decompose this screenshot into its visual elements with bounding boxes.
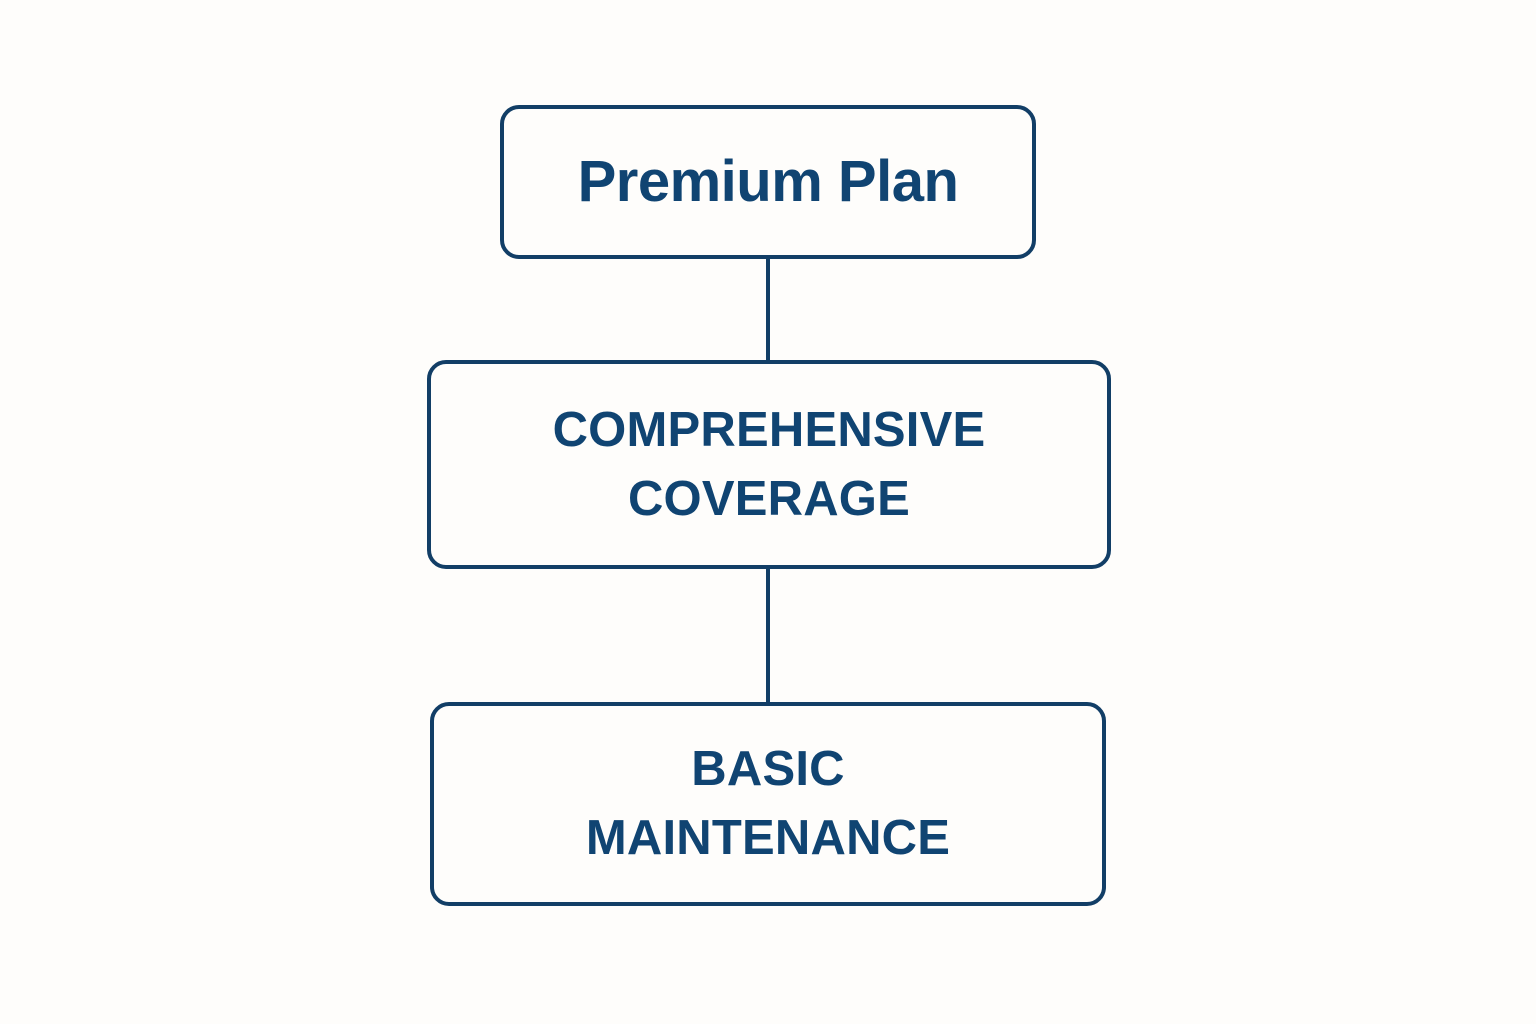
- node-premium-plan[interactable]: Premium Plan: [500, 105, 1036, 259]
- node-basic-maintenance[interactable]: BASIC MAINTENANCE: [430, 702, 1106, 906]
- node-premium-plan-label: Premium Plan: [577, 149, 959, 214]
- node-basic-maintenance-label: BASIC MAINTENANCE: [585, 742, 951, 865]
- node-comprehensive-coverage[interactable]: COMPREHENSIVE COVERAGE: [427, 360, 1111, 569]
- node-comprehensive-coverage-label: COMPREHENSIVE COVERAGE: [552, 402, 986, 526]
- connector-premium-to-comprehensive: [766, 256, 770, 364]
- connector-comprehensive-to-basic: [766, 566, 770, 706]
